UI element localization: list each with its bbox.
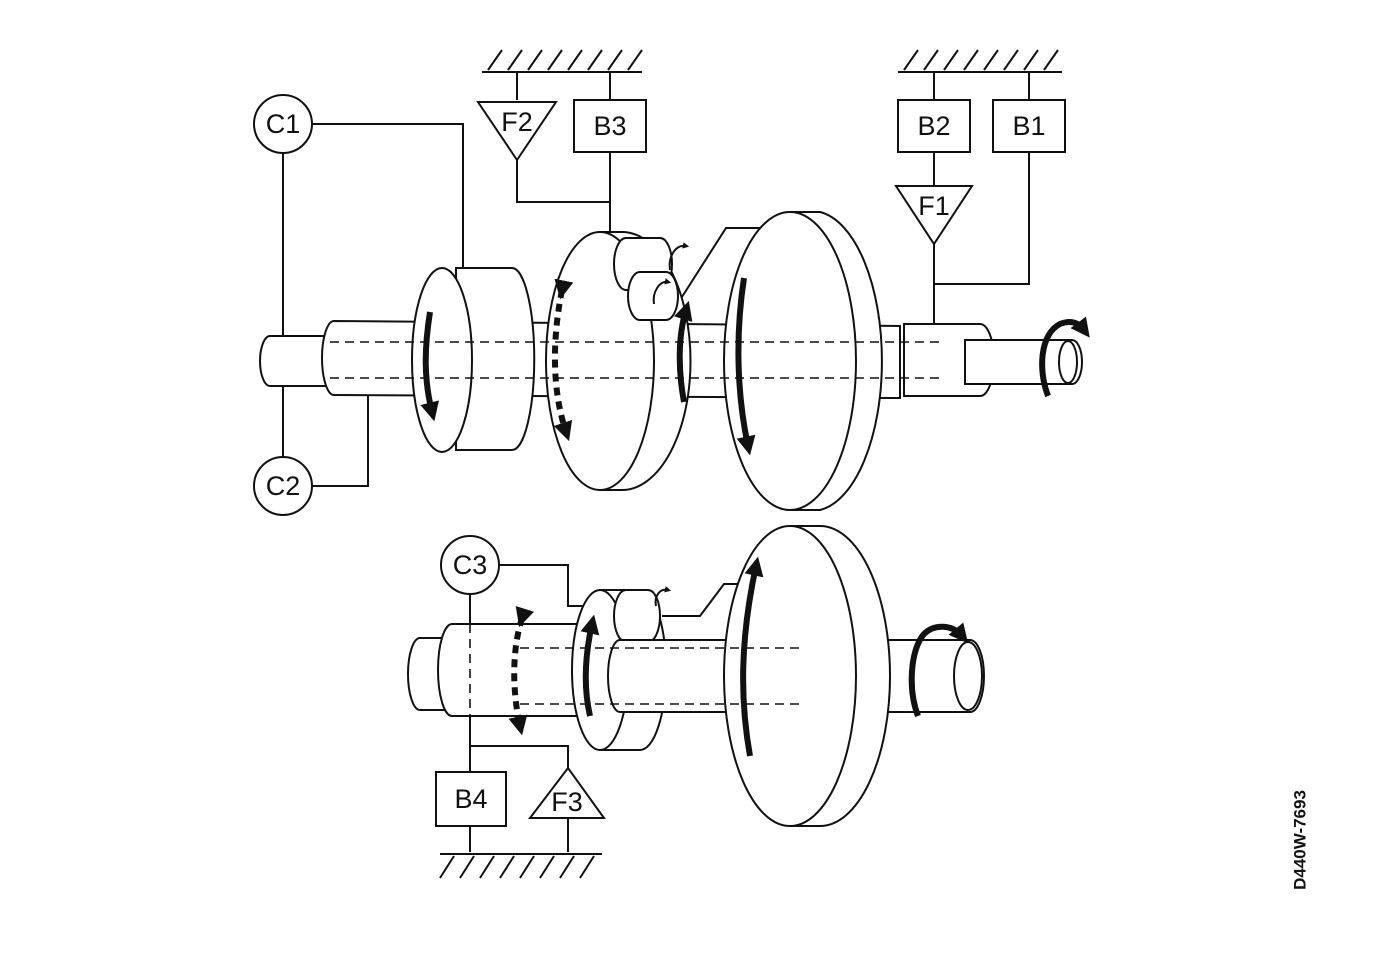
one-way-clutch-f1: F1	[894, 185, 974, 246]
brake-b3: B3	[573, 99, 647, 153]
label-b2: B2	[917, 111, 950, 141]
upper-gearset: C1 C2 F2 B3 B2 B1 F1	[253, 49, 1090, 516]
label-c1: C1	[266, 109, 301, 139]
label-c3: C3	[453, 550, 488, 580]
label-f3: F3	[551, 787, 583, 817]
label-b3: B3	[593, 111, 626, 141]
figure-code: D440W-7693	[1291, 790, 1310, 890]
ground-symbol-b1-b2	[898, 49, 1062, 73]
brake-b4: B4	[435, 771, 507, 827]
clutch-c2: C2	[253, 456, 313, 516]
brake-b1: B1	[992, 99, 1066, 153]
label-b1: B1	[1012, 111, 1045, 141]
clutch-c3: C3	[440, 535, 500, 595]
ground-symbol-b3-f2	[482, 49, 643, 73]
brake-b2: B2	[897, 99, 971, 153]
ground-symbol-b4-f3	[439, 853, 602, 879]
one-way-clutch-f3: F3	[527, 766, 606, 819]
lower-gearset: C3 B4 F3	[407, 525, 985, 879]
label-f2: F2	[501, 107, 533, 137]
label-c2: C2	[266, 471, 301, 501]
label-f1: F1	[918, 191, 950, 221]
label-b4: B4	[454, 784, 487, 814]
one-way-clutch-f2: F2	[476, 101, 558, 162]
clutch-c1: C1	[253, 94, 313, 154]
